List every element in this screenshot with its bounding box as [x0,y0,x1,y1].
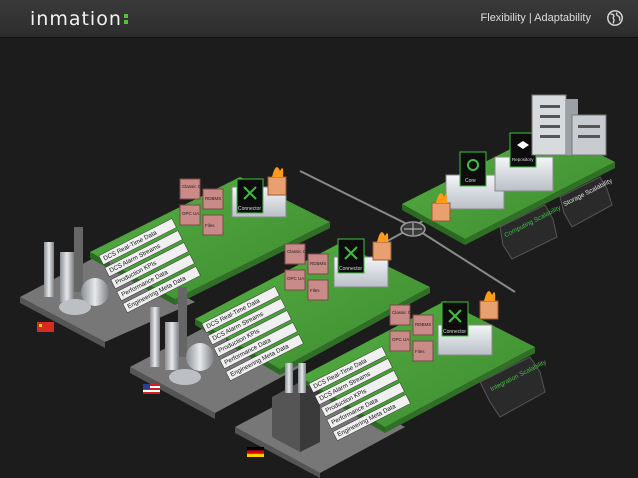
factory-icon [272,363,320,452]
repository-label: Repository [512,157,534,162]
datacenter-building-icon [531,94,607,156]
germany-flag [247,447,264,457]
firewall-icon [431,193,451,222]
connector-server: Connector [437,301,493,356]
site-2: DCS Real-Time Data DCS Alarm Streams Pro… [130,232,430,419]
ground-tile-edge [20,297,105,348]
svg-text:Classic OPC: Classic OPC [287,249,313,254]
globe-icon[interactable] [606,9,624,27]
site-3: DCS Real-Time Data DCS Alarm Streams Pro… [235,291,548,478]
svg-text:OPC UA: OPC UA [392,337,409,342]
firewall-icon [372,232,392,261]
inmation-logo: inmation [30,8,128,30]
svg-text:RDBMS: RDBMS [310,261,326,266]
iface-files: Files [205,223,215,228]
core-server: Core [445,151,505,210]
connector-server: Connector [333,238,389,288]
svg-text:Connector: Connector [443,329,466,335]
site-1: DCS Real-Time Data DCS Alarm Streams Pro… [20,167,330,348]
site-1-data-labels: DCS Real-Time Data DCS Alarm Streams Pro… [98,218,201,314]
firewall-icon [479,291,499,320]
svg-text:Files: Files [415,349,425,354]
refinery-icon [150,287,226,385]
iface-classic-opc: Classic OPC [182,184,208,189]
network-hub-icon [400,221,426,237]
top-bar: inmation Flexibility | Adaptability [0,0,638,38]
svg-text:Classic OPC: Classic OPC [392,310,418,315]
site-1-interface-boxes: Classic OPC RDBMS OPC UA Files [179,178,224,236]
iface-rdbms: RDBMS [205,196,221,201]
svg-text:OPC UA: OPC UA [287,276,304,281]
china-flag [37,322,54,332]
architecture-diagram: DCS Real-Time Data DCS Alarm Streams Pro… [20,94,615,478]
svg-text:Connector: Connector [339,266,362,272]
tagline: Flexibility | Adaptability [480,12,591,24]
site-2-interface-boxes: Classic OPC RDBMS OPC UA Files [284,243,329,301]
svg-text:Files: Files [310,288,320,293]
core-platform: Core Repository Computing Scalabil [402,94,615,260]
svg-text:RDBMS: RDBMS [415,322,431,327]
connector-label: Connector [238,206,261,212]
iface-opc-ua: OPC UA [182,211,199,216]
firewall-icon [267,167,287,196]
usa-flag [143,384,160,394]
core-label: Core [465,178,476,184]
site-3-interface-boxes: Classic OPC RDBMS OPC UA Files [389,304,434,362]
site-3-data-labels: DCS Real-Time Data DCS Alarm Streams Pro… [308,346,411,442]
